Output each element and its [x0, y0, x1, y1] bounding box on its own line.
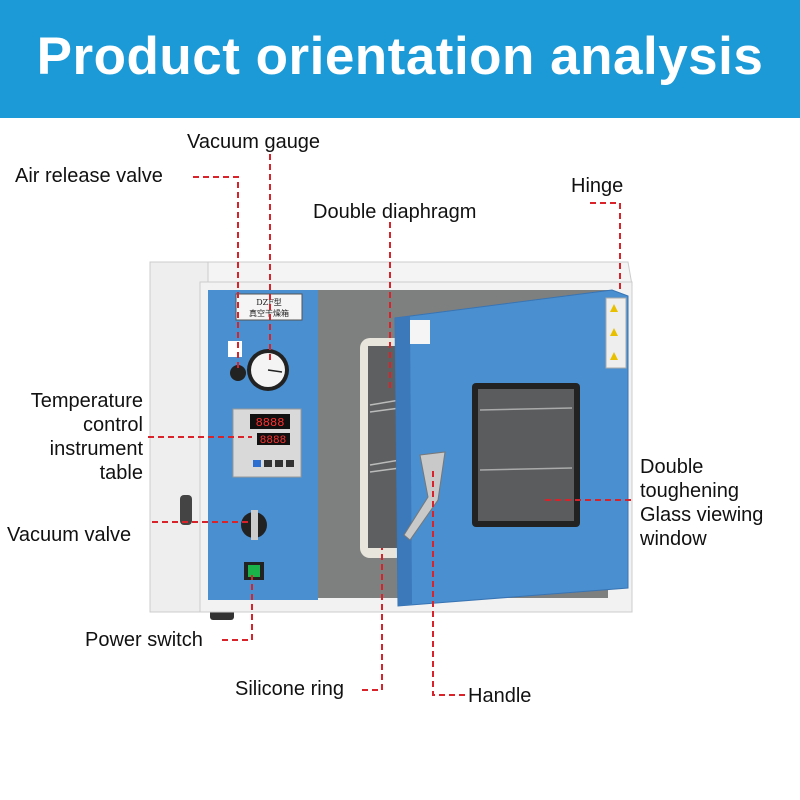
label-line: Temperature [30, 390, 143, 412]
svg-text:8888: 8888 [260, 435, 286, 447]
door-logo [410, 320, 430, 344]
leader-lines [148, 154, 635, 696]
valve-tag [228, 341, 242, 357]
label-line: table [99, 462, 143, 484]
label-line: window [640, 528, 707, 550]
label-vacuum-valve: Vacuum valve [7, 524, 132, 546]
plate-name: 真空干燥箱 [249, 308, 289, 318]
label-double-diaphragm: Double diaphragm [313, 201, 477, 223]
label-line: toughening [640, 480, 739, 502]
title-banner: Product orientation analysis [0, 0, 800, 118]
label-vacuum-gauge: Vacuum gauge [187, 131, 321, 153]
label-temperature-control: Temperature control instrument table [0, 389, 143, 485]
label-air-release-valve: Air release valve [15, 165, 163, 187]
label-double-toughening: Double toughening Glass viewing window [640, 455, 763, 551]
page-title: Product orientation analysis [36, 27, 764, 86]
plate-model: DZF型 [256, 298, 282, 307]
label-power-switch: Power switch [85, 629, 203, 651]
label-line: Glass viewing [640, 504, 764, 526]
air-release-valve[interactable] [230, 365, 246, 381]
label-line: Double [640, 456, 704, 478]
svg-text:8888: 8888 [256, 416, 285, 430]
label-silicone-ring: Silicone ring [235, 678, 344, 700]
door-handle[interactable] [403, 451, 446, 541]
label-line: control [82, 414, 143, 436]
side-port [180, 495, 192, 525]
label-hinge: Hinge [571, 175, 624, 197]
label-handle: Handle [468, 685, 532, 707]
label-line: instrument [49, 438, 143, 460]
